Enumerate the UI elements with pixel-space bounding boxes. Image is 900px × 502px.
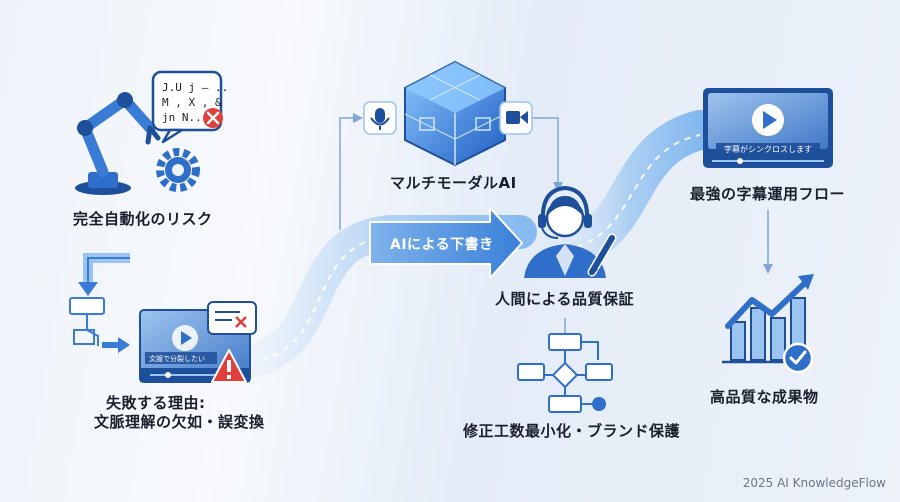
svg-text:jn N...: jn N...: [162, 111, 208, 124]
gear-icon: [156, 148, 200, 192]
svg-text:M , X , &: M , X , &: [162, 96, 222, 109]
garbled-text-bubble: J.U j – .. M , X , & jn N...: [151, 70, 228, 144]
human-qa-label: 人間による品質保証: [495, 290, 635, 308]
robot-arm-icon: [75, 92, 161, 195]
risk-label: 完全自動化のリスク: [73, 210, 213, 228]
failure-reason-detail: 文脈理解の欠如・誤変換: [94, 413, 265, 431]
svg-text:文脈で分裂したい: 文脈で分裂したい: [149, 354, 205, 363]
video-camera-icon: [499, 101, 533, 135]
multimodal-connectors: [339, 113, 563, 230]
ai-draft-arrow: [369, 207, 523, 279]
best-flow-label: 最強の字幕運用フロー: [690, 185, 846, 203]
pen-icon: [587, 233, 617, 277]
failure-reason-title: 失敗する理由:: [106, 394, 206, 412]
copyright-text: 2025 AI KnowledgeFlow: [742, 476, 886, 490]
warning-icon: [211, 349, 247, 383]
svg-text:J.U j – ..: J.U j – ..: [162, 81, 228, 94]
left-flow-connectors: [69, 253, 130, 353]
ai-draft-label: AIによる下書き: [390, 237, 494, 253]
high-quality-label: 高品質な成果物: [710, 388, 819, 406]
growth-chart-icon: [722, 274, 814, 364]
error-caption-bubble: [207, 301, 257, 335]
multimodal-ai-label: マルチモーダルAI: [390, 174, 517, 192]
flow-to-result-connector: [763, 210, 773, 274]
error-x-icon: [203, 108, 223, 128]
synced-video-player: 字幕がシンクロスします: [703, 88, 833, 168]
check-badge-icon: [782, 342, 814, 374]
process-flowchart-icon: [517, 333, 613, 413]
human-operator-icon: [524, 185, 606, 278]
ai-cube-icon: [404, 60, 506, 167]
minimize-label: 修正工数最小化・ブランド保護: [463, 422, 681, 440]
microphone-icon: [363, 101, 397, 135]
svg-text:字幕がシンクロスします: 字幕がシンクロスします: [724, 144, 812, 154]
